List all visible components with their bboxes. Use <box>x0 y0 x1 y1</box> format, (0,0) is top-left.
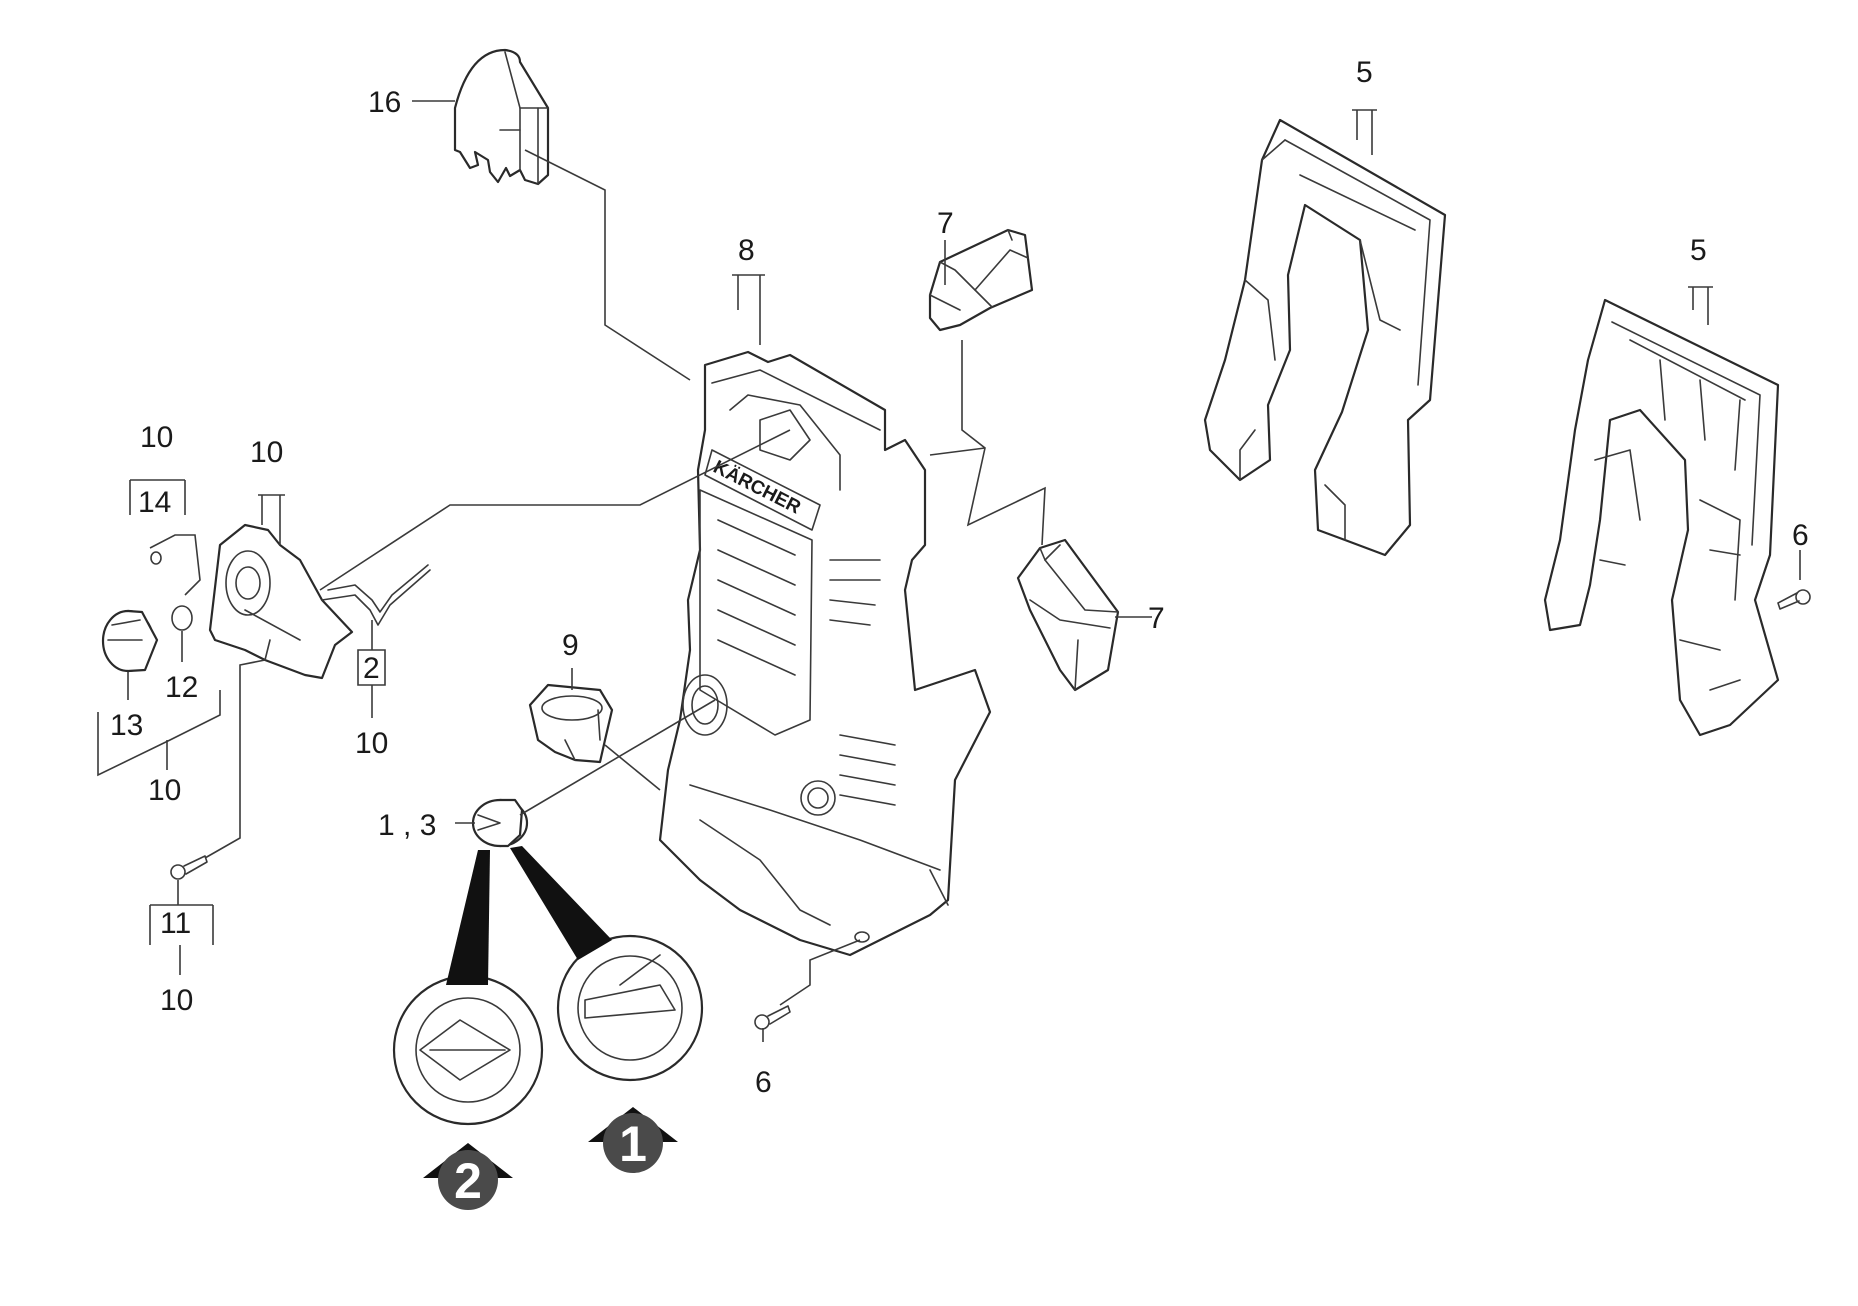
part-7-upper-cover <box>928 228 1034 332</box>
label-10-e: 10 <box>160 984 193 1017</box>
label-6-right: 6 <box>1792 519 1809 552</box>
svg-text:2: 2 <box>454 1153 482 1209</box>
part-9-hose-holder <box>528 683 614 764</box>
label-1-3: 1 , 3 <box>378 809 436 842</box>
variant-1-badge: 1 <box>588 1107 678 1173</box>
variant-2-pointer <box>446 850 490 985</box>
part-5-front-frame <box>1203 118 1447 557</box>
label-5-front: 5 <box>1356 56 1373 89</box>
label-9: 9 <box>562 629 579 662</box>
label-6-bottom: 6 <box>755 1066 772 1099</box>
part-8-main-housing: KÄRCHER <box>658 350 992 957</box>
variant-1-pointer <box>510 846 612 960</box>
variant-2-detail <box>392 974 544 1126</box>
label-11: 11 <box>160 907 191 940</box>
label-12: 12 <box>165 671 198 704</box>
part-7-side-holder <box>1016 538 1120 692</box>
part-13-cap <box>101 609 159 673</box>
part-10-bracket <box>208 523 354 680</box>
part-14-small-o-ring <box>150 551 162 565</box>
variant-2-badge: 2 <box>423 1143 513 1210</box>
label-13: 13 <box>110 709 143 742</box>
label-7-top: 7 <box>937 207 954 240</box>
part-16-top-cap <box>453 48 550 186</box>
label-7-right: 7 <box>1148 602 1165 635</box>
part-6-screw-right <box>1777 589 1811 610</box>
variant-1-detail <box>556 934 704 1082</box>
label-10-b: 10 <box>250 436 283 469</box>
label-8: 8 <box>738 234 755 267</box>
leader-lines <box>97 100 1801 1042</box>
label-10-c: 10 <box>355 727 388 760</box>
part-labels: 16 8 7 7 5 5 6 9 1 , 3 6 10 14 10 2 10 1… <box>110 56 1809 1099</box>
label-5-back: 5 <box>1690 234 1707 267</box>
label-14: 14 <box>138 486 171 519</box>
label-10-a: 10 <box>140 421 173 454</box>
label-2: 2 <box>363 652 380 685</box>
label-16: 16 <box>368 86 401 119</box>
svg-text:1: 1 <box>619 1116 647 1172</box>
part-12-o-ring <box>171 605 193 631</box>
part-1-3-switch-knob <box>471 798 529 848</box>
label-10-d: 10 <box>148 774 181 807</box>
part-5-back-frame <box>1543 298 1780 737</box>
part-11-screw <box>170 855 208 880</box>
part-2-hose <box>321 564 431 626</box>
part-6-screw-bottom <box>754 1005 791 1030</box>
